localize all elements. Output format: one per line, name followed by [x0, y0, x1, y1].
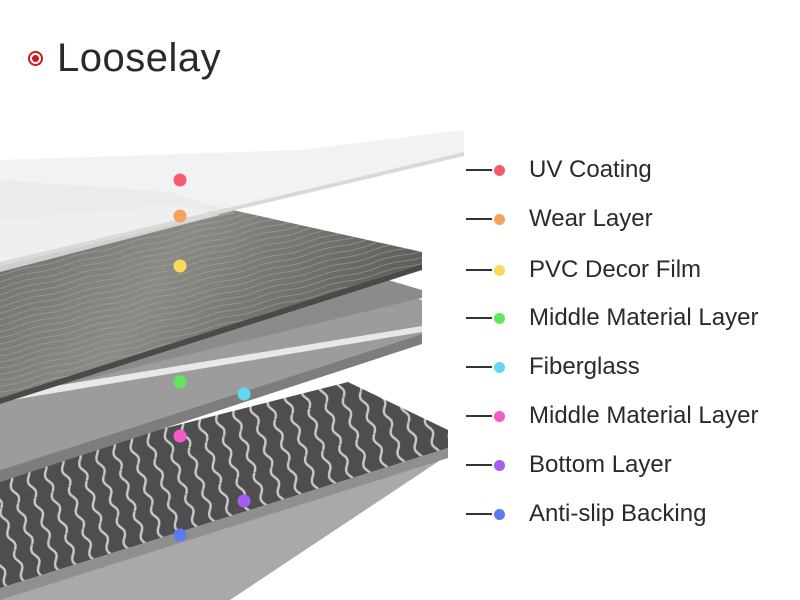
legend-leader-line: [466, 317, 492, 319]
legend-leader-line: [466, 415, 492, 417]
legend-item: Wear Layer: [466, 204, 653, 234]
legend-item: PVC Decor Film: [466, 255, 701, 285]
layer-marker-dot: [173, 528, 187, 542]
legend-label: Middle Material Layer: [529, 402, 759, 429]
layer-marker-dot: [173, 375, 187, 389]
title-group: Looselay: [28, 36, 221, 81]
layer-marker-dot: [173, 209, 187, 223]
title-marker-icon: [28, 51, 43, 66]
legend-item: Middle Material Layer: [466, 303, 758, 333]
legend-label: Middle Material Layer: [529, 304, 759, 331]
legend-item: Bottom Layer: [466, 450, 672, 480]
legend-label: Wear Layer: [529, 205, 653, 232]
legend-dot-icon: [494, 213, 505, 225]
decor-film-shape: [0, 205, 422, 404]
layer-marker-dot: [173, 429, 187, 443]
legend-dot-icon: [494, 459, 505, 471]
legend-label: PVC Decor Film: [529, 256, 702, 283]
legend-label: Anti-slip Backing: [529, 500, 707, 527]
layer-marker-dot: [173, 259, 187, 273]
legend-leader-line: [466, 169, 492, 171]
legend-dot-icon: [494, 264, 505, 276]
backing-layer-shape: [0, 382, 448, 600]
layer-indicator-dots: [173, 173, 251, 542]
layer-marker-dot: [173, 173, 187, 187]
legend-leader-line: [466, 513, 492, 515]
legend-dot-icon: [494, 361, 505, 373]
uv-coating-shape: [0, 130, 464, 266]
layer-marker-dot: [237, 387, 251, 401]
legend-item: Middle Material Layer: [466, 401, 758, 431]
page-title: Looselay: [57, 36, 222, 80]
legend-leader-line: [466, 218, 492, 220]
legend-leader-line: [466, 269, 492, 271]
layer-marker-dot: [237, 494, 251, 508]
legend-dot-icon: [494, 312, 505, 324]
legend-label: Bottom Layer: [529, 451, 672, 478]
legend-dot-icon: [494, 508, 505, 520]
legend-leader-line: [466, 366, 492, 368]
legend-label: Fiberglass: [529, 353, 640, 380]
legend-dot-icon: [494, 410, 505, 422]
legend-leader-line: [466, 464, 492, 466]
legend-label: UV Coating: [529, 156, 652, 183]
legend-item: Fiberglass: [466, 352, 640, 382]
legend-item: Anti-slip Backing: [466, 499, 706, 529]
legend-item: UV Coating: [466, 155, 652, 185]
legend-dot-icon: [494, 164, 505, 176]
